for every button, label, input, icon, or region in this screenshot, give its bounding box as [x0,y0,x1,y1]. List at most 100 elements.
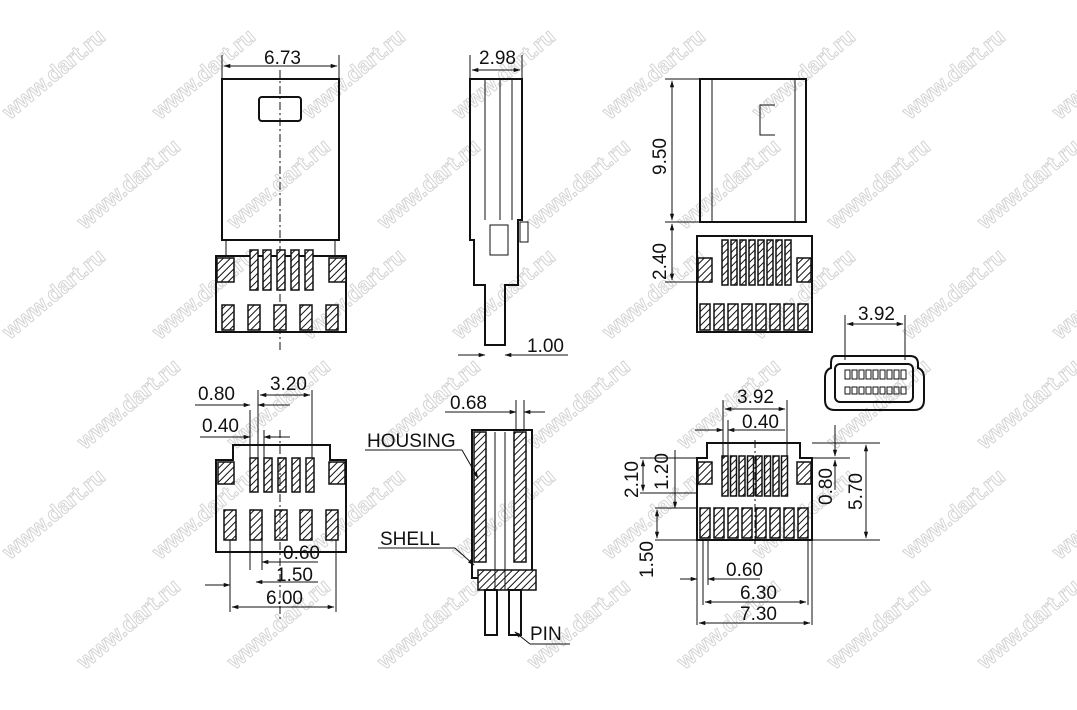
watermark-text: www.dart.ru [671,133,785,234]
watermark-text: www.dart.ru [896,243,1010,344]
pin-pad [780,455,789,497]
footprint-5pin: 3.20 0.80 0.40 0.60 1.50 6.00 [195,374,347,620]
dim-0-80: 0.80 [198,384,235,405]
dim-6-00: 6.00 [266,588,303,609]
pad [697,461,713,485]
pin-label: PIN [530,624,562,645]
pin [784,239,792,286]
watermark-text: www.dart.ru [971,353,1077,454]
watermark-text: www.dart.ru [146,23,260,124]
contact [844,369,851,380]
watermark-text: www.dart.ru [0,23,110,124]
watermark-text: www.dart.ru [1046,243,1077,344]
side-view: 2.98 1.00 [458,48,568,358]
pad [727,303,739,331]
watermark-text: www.dart.ru [296,23,410,124]
watermark-text: www.dart.ru [746,23,860,124]
housing-label: HOUSING [367,431,456,452]
shell-label: SHELL [380,529,440,550]
watermark-text: www.dart.ru [596,23,710,124]
contact [865,369,872,380]
front-view: 6.73 [215,48,347,350]
dim-0-68: 0.68 [450,393,487,414]
dim-3-20: 3.20 [270,374,307,395]
contact [851,386,858,395]
watermark-text: www.dart.ru [0,463,110,564]
contact [858,386,865,395]
plug-face-view: 3.92 [824,304,925,411]
pad [699,507,711,539]
pin-pad [738,455,746,497]
pin [766,239,774,286]
dim-2-10: 2.10 [622,461,643,498]
pin-pad [755,455,763,497]
watermark-text: www.dart.ru [221,133,335,234]
watermark-text: www.dart.ru [1046,463,1077,564]
pin [730,239,738,286]
dim-0-40: 0.40 [202,416,239,437]
pad [755,507,767,539]
dim-depth: 2.98 [479,48,516,69]
watermark-text: www.dart.ru [896,463,1010,564]
watermark-text: www.dart.ru [521,133,635,234]
watermark-text: www.dart.ru [446,463,560,564]
contact [851,369,858,380]
contact [879,386,886,395]
pad [769,507,781,539]
watermark-text: www.dart.ru [821,573,935,674]
watermark-text: www.dart.ru [521,353,635,454]
pin-pad [729,455,738,497]
watermark-text: www.dart.ru [971,133,1077,234]
watermark-text: www.dart.ru [446,23,560,124]
contact [858,369,865,380]
watermark-text: www.dart.ru [146,463,260,564]
dim-1-50: 1.50 [637,541,658,578]
contact [893,369,900,380]
pad [755,303,767,331]
contact [900,369,907,380]
watermark-text: www.dart.ru [896,23,1010,124]
watermark-text: www.dart.ru [71,573,185,674]
watermark-text: www.dart.ru [446,243,560,344]
pad [783,303,795,331]
pad [796,257,812,283]
pad [727,507,739,539]
watermark-text: www.dart.ru [71,133,185,234]
dim-6-30: 6.30 [740,583,777,604]
pin [757,239,765,286]
pad [797,303,809,331]
watermark-text: www.dart.ru [371,573,485,674]
contact [865,386,872,395]
pin [748,239,756,286]
back-view: 9.50 2.40 [650,78,813,333]
dim-7-30: 7.30 [740,604,777,625]
pad [797,507,809,539]
dim-0-60: 0.60 [726,560,763,581]
pad [769,303,781,331]
contact [893,386,900,395]
pad [741,303,753,331]
footprint-8pin: 3.92 0.40 2.10 1.20 0.80 5.70 1.50 0.60 … [622,387,880,626]
pin-pad [746,455,755,497]
dim-length: 9.50 [650,138,671,175]
watermark-text: www.dart.ru [821,133,935,234]
contact [886,386,893,395]
dim-1-50: 1.50 [276,565,313,586]
watermark-text: www.dart.ru [1046,23,1077,124]
contact [900,386,907,395]
dim-pin: 1.00 [527,336,564,357]
dim-plug-width: 3.92 [858,304,895,325]
pad [713,507,725,539]
pin-pad [721,455,729,497]
watermark-text: www.dart.ru [221,353,335,454]
pad [713,303,725,331]
section-view: 0.68 HOUSING SHELL PIN [365,393,570,645]
watermark-text: www.dart.ru [146,243,260,344]
contact [844,386,851,395]
dim-width: 6.73 [264,48,301,69]
contact [872,386,879,395]
pin [721,239,729,286]
pad [699,303,711,331]
pin [739,239,747,286]
